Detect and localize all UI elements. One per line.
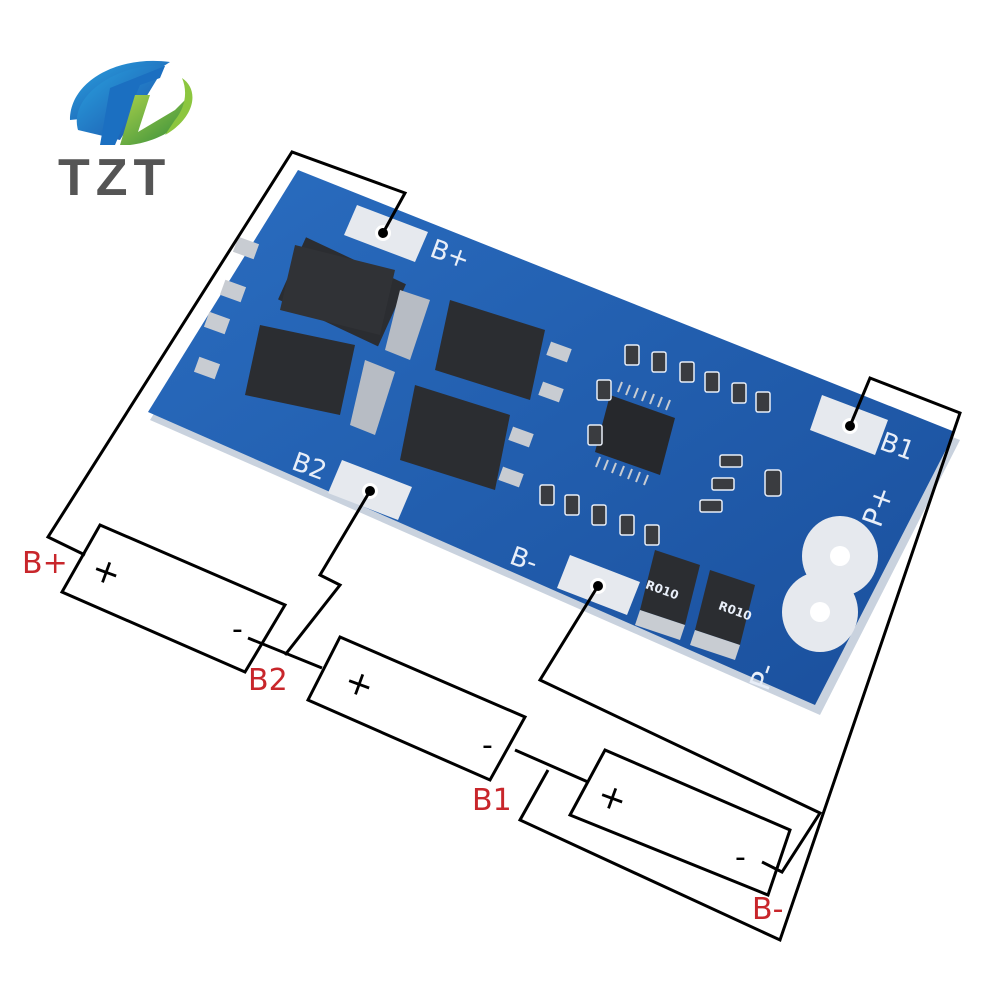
label-b2: B2 bbox=[248, 663, 288, 698]
cell1-minus: - bbox=[232, 612, 243, 647]
ic-u1 bbox=[595, 395, 675, 475]
label-b1: B1 bbox=[472, 783, 512, 818]
shunt-resistors bbox=[635, 550, 755, 660]
cell2-minus: - bbox=[482, 728, 493, 763]
label-b-plus: B+ bbox=[22, 546, 68, 581]
wire-endpoints bbox=[365, 228, 855, 591]
cell3-minus: - bbox=[735, 840, 746, 875]
label-b-minus: B- bbox=[752, 892, 784, 927]
brand-name: TZT bbox=[58, 149, 172, 207]
